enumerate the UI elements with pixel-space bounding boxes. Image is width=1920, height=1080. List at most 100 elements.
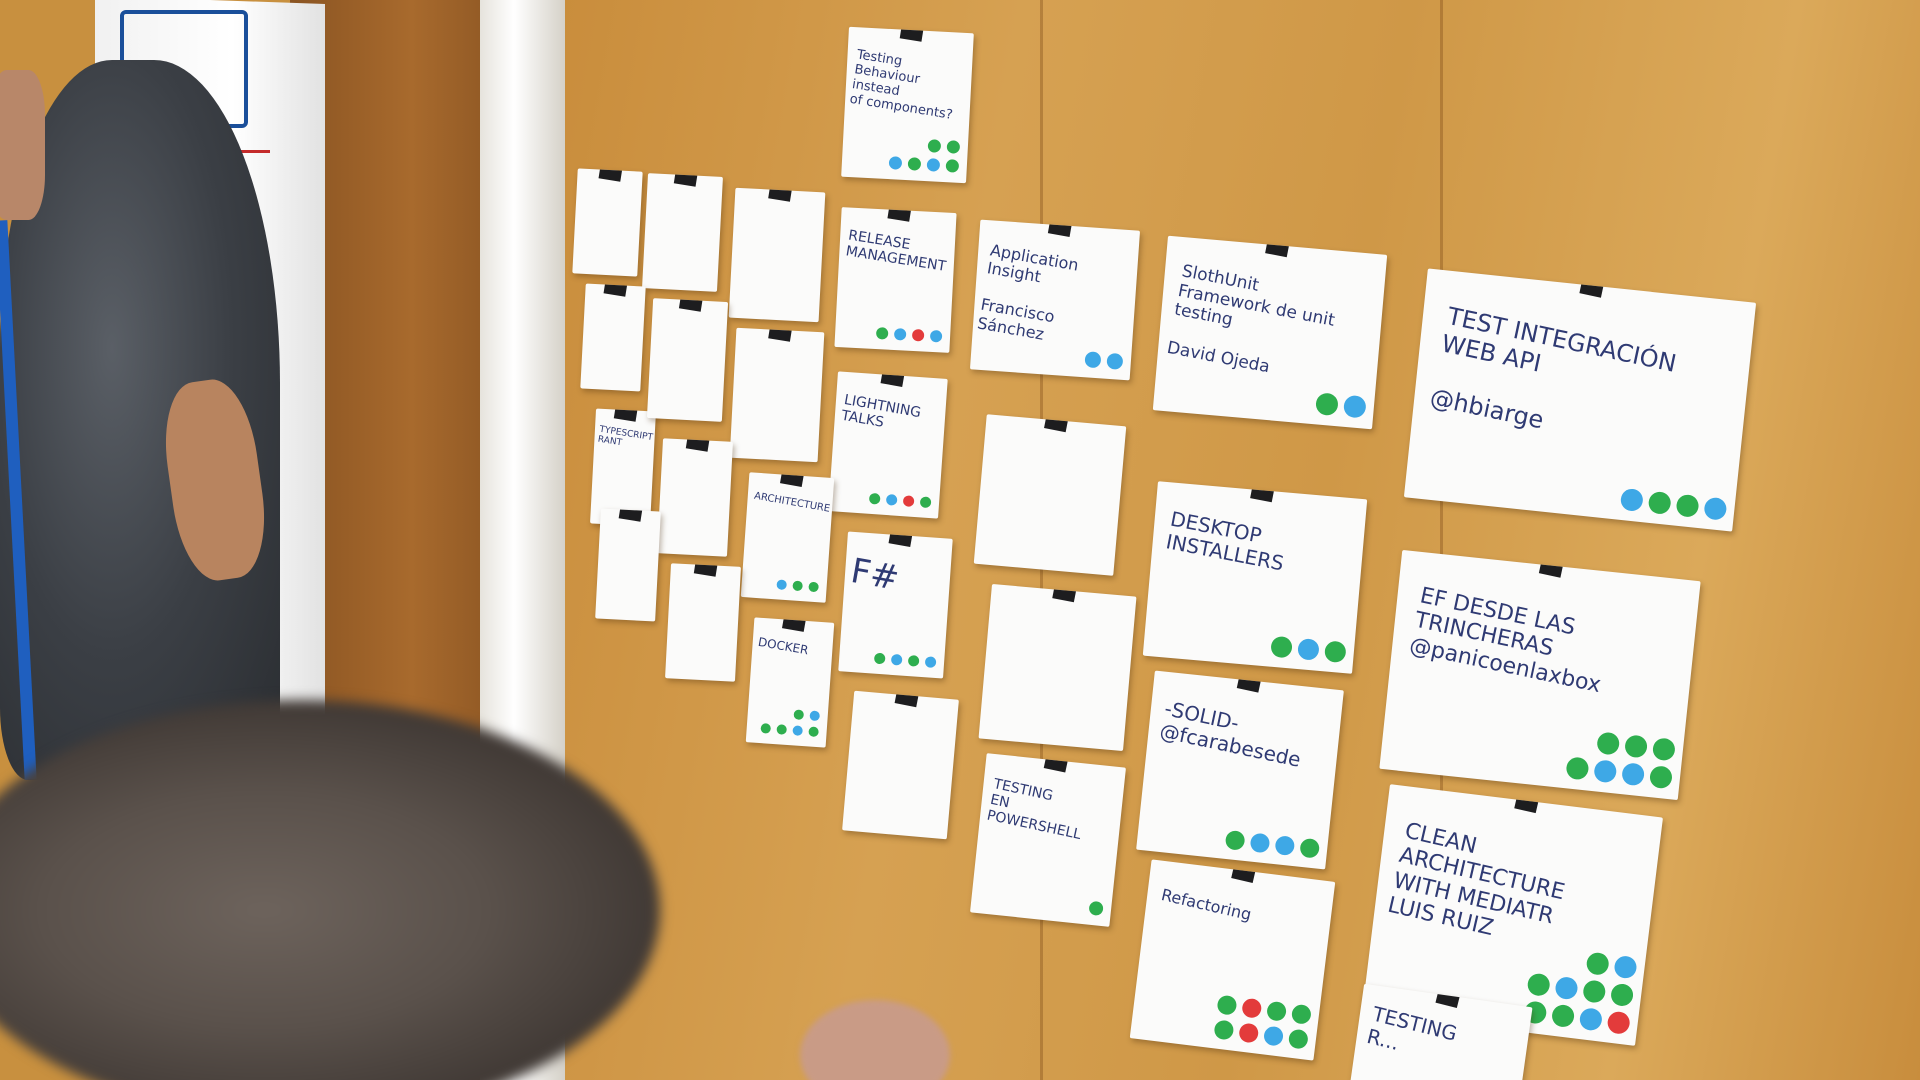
vote-dot	[1647, 490, 1672, 515]
card-fsharp: F#	[838, 531, 953, 679]
vote-dot	[946, 140, 961, 154]
card-text: DOCKER	[757, 634, 810, 657]
vote-dot	[1299, 837, 1321, 859]
vote-dot	[911, 328, 925, 342]
card-text: RELEASE MANAGEMENT	[844, 227, 948, 275]
tape	[598, 168, 623, 182]
vote-dot	[1249, 832, 1271, 854]
vote-dot	[793, 709, 805, 721]
vote-dot	[888, 156, 903, 170]
vote-dot	[760, 723, 772, 734]
vote-dot	[902, 495, 915, 507]
vote-dot	[1224, 829, 1246, 851]
card-text: F#	[848, 550, 903, 599]
vote-dot	[1290, 1003, 1312, 1025]
vote-dot	[1287, 1028, 1309, 1050]
card-slothunit: SlothUnit Framework de unit testing Davi…	[1152, 235, 1388, 430]
vote-dot	[919, 496, 932, 509]
vote-dot	[1297, 638, 1320, 661]
vote-dot	[1088, 900, 1104, 917]
vote-dot	[809, 710, 821, 722]
vote-dot	[1606, 1010, 1631, 1035]
card-application-insight: Application Insight Francisco Sánchez	[969, 219, 1141, 381]
card-text: DESKTOP INSTALLERS	[1163, 506, 1286, 575]
vote-dot	[868, 492, 881, 505]
card-small	[728, 187, 826, 323]
card-small	[642, 173, 723, 292]
vote-dot	[924, 656, 937, 668]
vote-dot	[1651, 737, 1676, 762]
tape	[613, 408, 639, 422]
tape	[768, 187, 793, 202]
card-refactoring: Refactoring	[1129, 859, 1336, 1061]
vote-dot	[1315, 392, 1339, 417]
card-small	[729, 327, 825, 463]
vote-dot	[1262, 1025, 1285, 1047]
card-text: Testing Behaviour instead of components?	[848, 47, 954, 123]
vote-dot	[1613, 954, 1638, 980]
tape	[618, 508, 643, 522]
vote-dot	[929, 329, 943, 343]
card-small	[978, 583, 1137, 752]
card-small	[580, 283, 646, 392]
card-solid: -SOLID- @fcarabesede	[1136, 670, 1344, 870]
tape	[693, 563, 719, 577]
card-text: EF DESDE LAS TRINCHERAS @panicoenlaxbox	[1407, 583, 1604, 698]
vote-dot	[1621, 762, 1646, 787]
vote-dot	[1596, 731, 1621, 756]
vote-dot	[885, 494, 898, 506]
card-text: Application Insight Francisco Sánchez	[975, 240, 1080, 344]
card-desktop-installers: DESKTOP INSTALLERS	[1142, 481, 1368, 674]
card-small	[646, 298, 729, 422]
vote-dot	[907, 655, 920, 667]
vote-dot	[776, 579, 788, 591]
tape	[603, 283, 628, 297]
card-text: CLEAN ARCHITECTURE WITH MEDIATR LUIS RUI…	[1385, 818, 1567, 942]
card-small	[657, 438, 733, 557]
card-text: -SOLID- @fcarabesede	[1157, 696, 1304, 773]
vote-dot	[776, 724, 788, 735]
vote-dot	[1265, 1000, 1288, 1022]
card-small	[572, 168, 643, 277]
vote-dot	[907, 157, 922, 171]
vote-dot	[1578, 1007, 1604, 1032]
vote-dot	[1213, 1019, 1235, 1041]
tape	[768, 327, 793, 342]
card-text: TESTING R...	[1364, 1001, 1460, 1055]
card-text: SlothUnit Framework de unit testing Davi…	[1164, 260, 1337, 377]
vote-dot	[1623, 734, 1649, 759]
card-text: TYPESCRIPT RANT	[596, 424, 654, 449]
vote-dot	[893, 328, 907, 341]
vote-dot	[792, 725, 803, 736]
vote-dot	[1703, 496, 1728, 521]
vote-dot	[1593, 759, 1618, 784]
vote-dot	[792, 580, 803, 592]
vote-dot	[1274, 835, 1296, 857]
vote-dot	[890, 653, 903, 666]
vote-dot	[1526, 972, 1551, 997]
vote-dot	[927, 139, 942, 153]
card-text: TESTING EN POWERSHELL	[985, 776, 1083, 844]
vote-dot	[875, 327, 889, 340]
card-testing-behaviour: Testing Behaviour instead of components?	[841, 26, 974, 184]
card-test-integracion: TEST INTEGRACIÓN WEB API @hbiarge	[1403, 268, 1757, 532]
vote-dot	[1565, 756, 1590, 781]
vote-dot	[808, 581, 819, 593]
tape	[678, 298, 703, 312]
vote-dot	[1582, 979, 1607, 1004]
card-ef-desde-las-trincheras: EF DESDE LAS TRINCHERAS @panicoenlaxbox	[1379, 549, 1701, 801]
vote-dot	[1216, 994, 1238, 1016]
vote-dot	[1648, 765, 1674, 790]
vote-dot	[1342, 394, 1367, 419]
tape	[673, 173, 698, 187]
card-small	[842, 690, 959, 840]
card-lightning-talks: LIGHTNING TALKS	[828, 371, 948, 519]
vote-dot	[1323, 640, 1347, 664]
card-release-management: RELEASE MANAGEMENT	[834, 207, 957, 353]
card-small	[595, 508, 661, 622]
vote-dot	[873, 652, 886, 665]
vote-dot	[945, 159, 960, 173]
vote-dot	[926, 158, 941, 172]
card-testing-en-powershell: TESTING EN POWERSHELL	[970, 753, 1126, 927]
card-architecture: ARCHITECTURE	[740, 472, 835, 603]
